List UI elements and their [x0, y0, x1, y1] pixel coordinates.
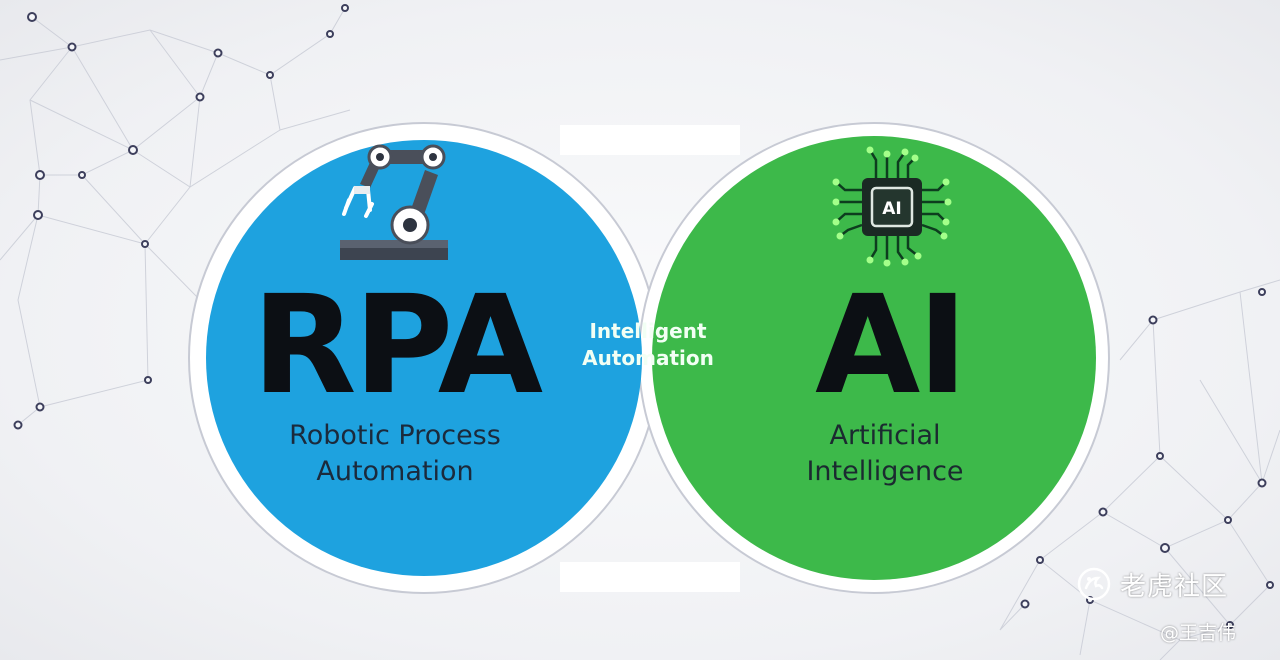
rpa-subtitle-line1: Robotic Process	[289, 420, 501, 451]
ai-subtitle-line2: Intelligence	[806, 456, 964, 487]
watermark: 老虎社区	[1076, 564, 1266, 604]
rpa-circle	[206, 140, 642, 576]
ai-subtitle-line1: Artificial	[829, 420, 941, 451]
ai-circle	[652, 136, 1096, 580]
rpa-subtitle: Robotic Process Automation	[250, 418, 540, 490]
overlap-label-line1: Intelligent	[589, 319, 707, 343]
rpa-title: RPA	[251, 267, 543, 425]
ai-subtitle: Artificial Intelligence	[770, 418, 1000, 490]
overlap-label-line2: Automation	[582, 346, 714, 370]
chip-label: AI	[882, 199, 901, 219]
tiger-logo-icon	[1077, 567, 1111, 601]
overlap-label: Intelligent Automation	[566, 318, 730, 372]
ai-chip-icon: AI	[832, 146, 952, 267]
ai-title: AI	[815, 267, 968, 425]
watermark-author: @王吉伟	[1160, 622, 1237, 644]
watermark-text: 老虎社区	[1120, 571, 1229, 602]
rpa-subtitle-line2: Automation	[316, 456, 474, 487]
robot-arm-icon	[340, 144, 448, 260]
